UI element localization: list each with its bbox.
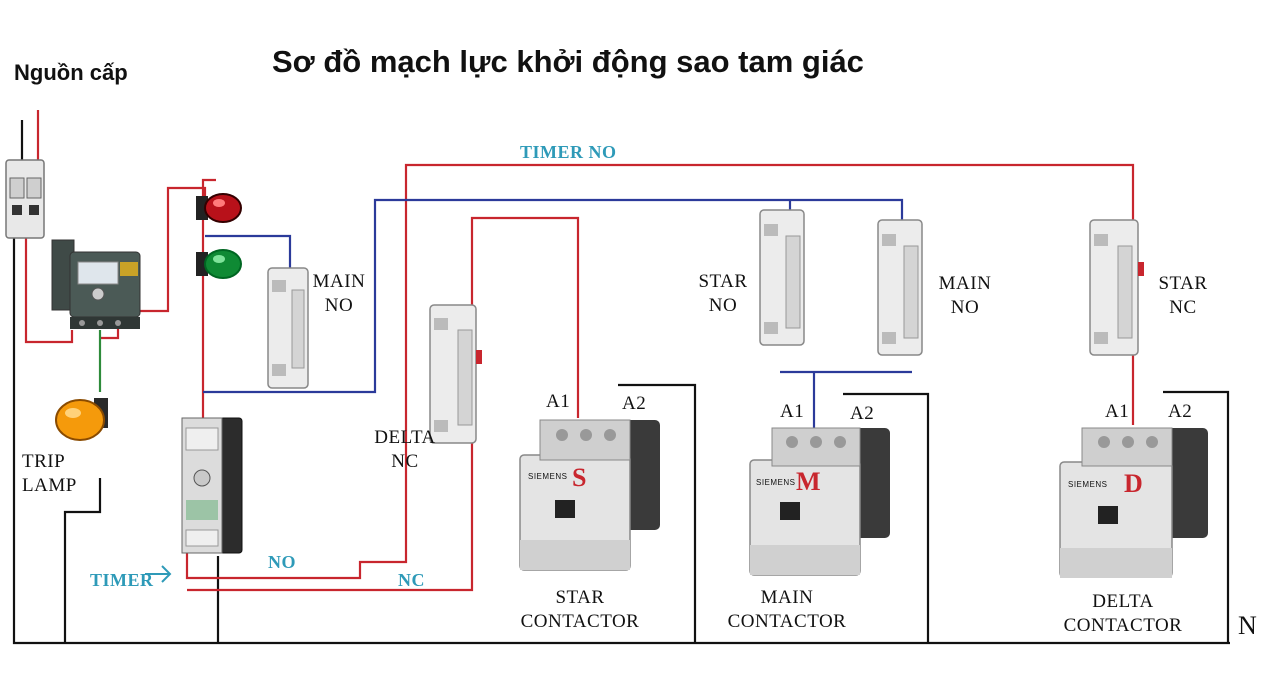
trip-lamp-label: TRIP LAMP: [22, 450, 77, 498]
star-contactor-a2: A2: [622, 393, 647, 414]
aux-label-delta-nc: DELTA NC: [372, 426, 438, 474]
overload-relay: [51, 239, 141, 329]
delta-contactor-a2: A2: [1168, 401, 1193, 422]
main-contactor-brand: SIEMENS: [756, 478, 796, 487]
trip-lamp: [55, 398, 108, 441]
aux-label-line2: NO: [708, 295, 738, 316]
aux-label-main-no-1: MAIN NO: [306, 270, 372, 318]
star-contactor-caption: STAR CONTACTOR: [505, 586, 655, 634]
contactor-caption-line2: CONTACTOR: [727, 611, 847, 632]
star-contactor: [519, 419, 660, 571]
aux-label-line2: NC: [391, 451, 419, 472]
star-contactor-brand: SIEMENS: [528, 472, 568, 481]
aux-label-line1: DELTA: [374, 427, 436, 448]
aux-label-line1: STAR: [698, 271, 748, 292]
main-contactor-caption: MAIN CONTACTOR: [712, 586, 862, 634]
main-contactor-a1: A1: [780, 401, 805, 422]
green-pilot-light: [196, 249, 242, 279]
aux-label-line2: NC: [1169, 297, 1197, 318]
delta-contactor-brand: SIEMENS: [1068, 480, 1108, 489]
main-contactor-a2: A2: [850, 403, 875, 424]
aux-block-main-no-1: [267, 267, 309, 389]
aux-label-main-no-2: MAIN NO: [932, 272, 998, 320]
main-contactor-letter: M: [796, 467, 822, 496]
contactor-caption-line2: CONTACTOR: [1063, 615, 1183, 636]
aux-label-line1: STAR: [1158, 273, 1208, 294]
main-contactor: [749, 427, 890, 576]
delta-contactor-letter: D: [1124, 469, 1144, 498]
timer-output-nc-label: NC: [398, 570, 425, 590]
trip-lamp-label-line1: TRIP: [22, 451, 66, 472]
aux-block-delta-nc: [429, 304, 482, 444]
contactor-caption-line1: MAIN: [760, 587, 814, 608]
aux-block-star-no: [759, 209, 805, 346]
delta-contactor-a1: A1: [1105, 401, 1130, 422]
timer-label: TIMER: [90, 570, 154, 590]
aux-label-star-nc: STAR NC: [1150, 272, 1216, 320]
aux-label-line2: NO: [324, 295, 354, 316]
control-wires: [203, 198, 912, 432]
diagram-title: Sơ đồ mạch lực khởi động sao tam giác: [272, 44, 864, 79]
contactor-caption-line1: STAR: [555, 587, 605, 608]
trip-lamp-label-line2: LAMP: [22, 475, 77, 496]
circuit-breaker: [5, 159, 45, 239]
aux-block-main-no-2: [877, 219, 923, 356]
delta-contactor-caption: DELTA CONTACTOR: [1048, 590, 1198, 638]
star-contactor-letter: S: [572, 463, 587, 492]
contactor-caption-line1: DELTA: [1092, 591, 1154, 612]
aux-label-line2: NO: [950, 297, 980, 318]
red-pilot-light: [196, 193, 242, 223]
timer-arrow-icon: [145, 565, 172, 583]
timer-output-no-label: NO: [268, 552, 296, 572]
timer-relay: [181, 417, 243, 554]
neutral-label: N: [1238, 611, 1258, 640]
aux-label-line1: MAIN: [938, 273, 992, 294]
star-contactor-a1: A1: [546, 391, 571, 412]
timer-no-label: TIMER NO: [520, 142, 617, 162]
aux-label-line1: MAIN: [312, 271, 366, 292]
delta-contactor: [1059, 427, 1208, 578]
aux-block-star-nc: [1089, 219, 1144, 356]
aux-label-star-no: STAR NO: [690, 270, 756, 318]
power-source-label: Nguồn cấp: [14, 60, 128, 85]
contactor-caption-line2: CONTACTOR: [520, 611, 640, 632]
